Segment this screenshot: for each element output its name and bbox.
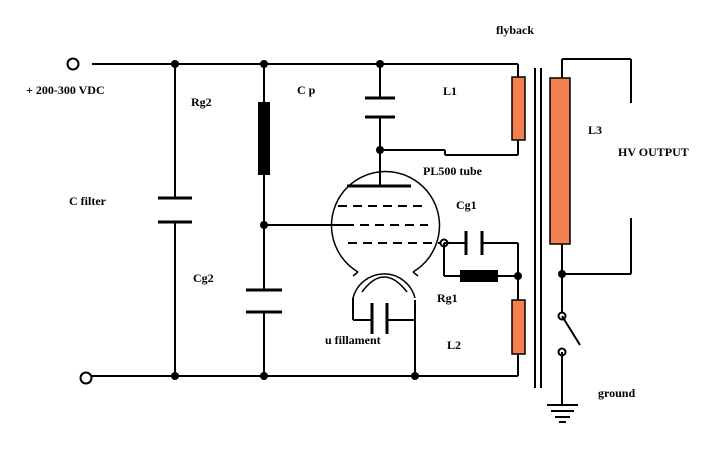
cg1-capacitor	[464, 231, 484, 255]
label-hv-output: HV OUTPUT	[618, 145, 689, 159]
tube-heater	[352, 273, 416, 299]
cg2-capacitor	[246, 288, 282, 314]
rg1-resistor	[460, 270, 498, 282]
pl500-tube	[330, 170, 441, 299]
label-rg1: Rg1	[437, 291, 458, 305]
cp-capacitor	[365, 96, 395, 119]
label-l1: L1	[443, 84, 457, 98]
label-u-filament: u fillament	[325, 333, 381, 347]
label-supply: + 200-300 VDC	[26, 83, 105, 97]
l3-coil	[549, 77, 571, 245]
label-ground: ground	[598, 386, 635, 400]
ground-icon	[547, 404, 578, 423]
label-flyback: flyback	[496, 23, 534, 37]
label-cp: C p	[297, 83, 316, 97]
label-rg2: Rg2	[191, 95, 212, 109]
wiring	[92, 58, 632, 405]
label-cg1: Cg1	[456, 198, 477, 212]
l1-coil	[511, 76, 526, 141]
filament-capacitor	[370, 303, 389, 334]
transformer-core	[534, 68, 542, 388]
junction-dots	[171, 60, 566, 380]
rg2-resistor	[258, 102, 270, 175]
label-cg2: Cg2	[193, 271, 214, 285]
l2-coil	[511, 299, 526, 355]
label-l3: L3	[588, 123, 602, 137]
tube-cathode	[361, 276, 408, 293]
label-l2: L2	[447, 338, 461, 352]
switch-icon	[557, 311, 581, 357]
label-pl500: PL500 tube	[423, 164, 483, 178]
ground-terminal-icon	[79, 371, 93, 385]
label-c-filter: C filter	[69, 194, 107, 208]
c-filter-capacitor	[158, 196, 192, 224]
supply-terminal-icon	[66, 57, 80, 71]
